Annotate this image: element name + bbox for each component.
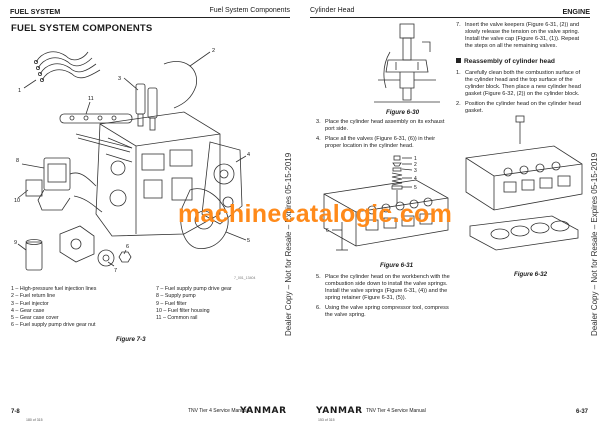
callout-5: 5 [414,185,417,191]
legend-item: 8 – Supply pump [156,293,196,300]
callout-9: 9 [14,240,17,246]
bullet-square-icon [456,58,461,63]
left-section-title: FUEL SYSTEM COMPONENTS [11,23,153,34]
callout-1: 1 [18,88,21,94]
left-header-rule [10,17,290,19]
legend-item: 5 – Gear case cover [11,315,59,322]
callout-2: 2 [212,48,215,54]
callout-6: 6 [326,228,329,234]
step-4: 4.Place all the valves (Figure 6-31, (6)… [316,135,436,149]
right-header-topic: Cylinder Head [310,7,355,14]
cylinder-head-valves-figure: 1 2 3 4 5 6 [320,154,452,254]
callout-8: 8 [16,158,19,164]
legend-column-2: 7 – Fuel supply pump drive gear 8 – Supp… [156,286,232,322]
right-header: Cylinder Head ENGINE [310,5,590,17]
callout-10: 10 [14,198,20,204]
figure-6-31-caption: Figure 6-31 [380,262,414,269]
left-header: FUEL SYSTEM Fuel System Components [10,5,290,17]
right-side-disclaimer: Dealer Copy – Not for Resale – Expires 0… [590,152,599,336]
callout-3: 3 [414,168,417,174]
valve-compressor-figure [370,22,444,106]
left-header-topic: Fuel System Components [209,7,290,14]
callout-4: 4 [247,152,250,158]
steps-5-6: 5.Place the cylinder head on the workben… [316,274,452,321]
legend-item: 3 – Fuel injector [11,300,49,307]
legend-item: 11 – Common rail [156,315,198,322]
figure-6-32-caption: Figure 6-32 [514,271,548,278]
fuel-system-exploded-figure: 1 2 3 4 5 6 7 8 10 9 11 [14,38,254,276]
step-3: 3.Place the cylinder head assembly on it… [316,119,445,132]
left-page: FUEL SYSTEM Fuel System Components FUEL … [10,5,293,422]
legend-item: 6 – Fuel supply pump drive gear nut [11,322,96,329]
right-header-rule [310,17,590,19]
step-6: 6.Using the valve spring compressor tool… [316,304,449,318]
right-page: Cylinder Head ENGINE Figure 6-30 3.Place… [300,0,600,424]
right-brand-logo: YANMAR [316,406,363,416]
reassembly-step-2: 2.Position the cylinder head on the cyli… [456,100,581,114]
legend-item: 1 – High-pressure fuel injection lines [11,286,97,292]
reassembly-steps: 1.Carefully clean both the combustion su… [456,70,588,117]
legend-column-1: 1 – High-pressure fuel injection lines 2… [11,286,96,330]
left-page-count: 180 of 315 [26,418,43,422]
steps-3-4: 3.Place the cylinder head assembly on it… [316,119,452,153]
left-header-section: FUEL SYSTEM [10,7,61,16]
right-header-section: ENGINE [562,7,590,16]
left-figure-id: 7_001_13404 [234,276,256,280]
legend-item: 2 – Fuel return line [11,293,56,300]
right-page-count: 153 of 315 [318,418,335,422]
left-brand-logo: YANMAR [240,406,287,416]
step-7: 7.Insert the valve keepers (Figure 6-31,… [456,22,588,53]
legend-item: 4 – Gear case [11,307,45,314]
site-watermark: machinecatalogic.com [178,200,453,228]
right-page-number: 6-37 [575,409,588,415]
left-page-number: 7-8 [11,409,20,415]
figure-6-30-caption: Figure 6-30 [386,109,420,116]
right-manual-name: TNV Tier 4 Service Manual [366,408,426,414]
callout-2: 2 [414,162,417,168]
callout-4: 4 [414,176,417,182]
callout-1: 1 [414,156,417,162]
callout-5: 5 [247,238,250,244]
legend-item: 9 – Fuel filter [156,300,187,307]
head-gasket-figure [460,114,584,268]
reassembly-subheading: Reassembly of cylinder head [456,58,555,65]
callout-11: 11 [88,96,94,102]
left-manual-name: TNV Tier 4 Service Manual [188,408,248,414]
callout-3: 3 [118,76,121,82]
figure-7-3-caption: Figure 7-3 [116,336,146,343]
left-side-disclaimer: Dealer Copy – Not for Resale – Expires 0… [284,152,293,336]
callout-6: 6 [126,244,129,250]
legend-item: 10 – Fuel filter housing [156,307,210,314]
step-7-item: 7.Insert the valve keepers (Figure 6-31,… [456,22,580,49]
legend-item: 7 – Fuel supply pump drive gear [156,286,232,292]
reassembly-step-1: 1.Carefully clean both the combustion su… [456,70,581,97]
callout-7: 7 [114,268,117,274]
step-5: 5.Place the cylinder head on the workben… [316,274,450,301]
